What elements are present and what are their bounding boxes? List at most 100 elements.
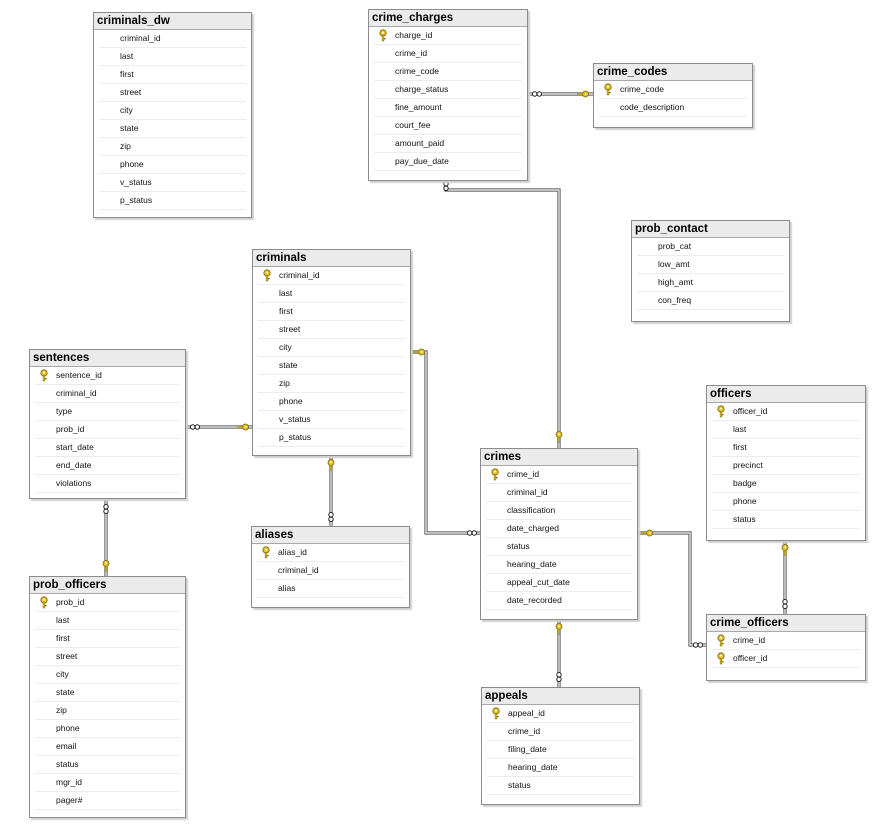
column-row[interactable]: classification — [486, 502, 632, 520]
column-row[interactable]: alias_id — [257, 544, 404, 562]
relationship-criminals-aliases — [327, 456, 335, 526]
column-row[interactable]: violations — [35, 475, 180, 493]
primary-key-icon — [491, 707, 501, 720]
column-row[interactable]: criminal_id — [258, 267, 405, 285]
column-row[interactable]: criminal_id — [486, 484, 632, 502]
column-row[interactable]: amount_paid — [374, 135, 522, 153]
column-row[interactable]: status — [486, 538, 632, 556]
column-row[interactable]: charge_id — [374, 27, 522, 45]
column-row[interactable]: first — [712, 439, 860, 457]
column-row[interactable]: city — [99, 102, 246, 120]
column-row[interactable]: criminal_id — [257, 562, 404, 580]
column-row[interactable]: street — [258, 321, 405, 339]
column-row[interactable]: first — [258, 303, 405, 321]
one-end-key-icon — [237, 423, 249, 431]
column-row[interactable]: alias — [257, 580, 404, 598]
column-row[interactable]: badge — [712, 475, 860, 493]
column-row[interactable]: last — [99, 48, 246, 66]
column-row[interactable]: p_status — [99, 192, 246, 210]
column-row[interactable]: last — [712, 421, 860, 439]
column-row[interactable]: prob_id — [35, 421, 180, 439]
column-row[interactable]: crime_code — [374, 63, 522, 81]
column-row[interactable]: last — [35, 612, 180, 630]
one-end-key-icon — [781, 544, 789, 556]
column-row[interactable]: pay_due_date — [374, 153, 522, 171]
column-row[interactable]: pager# — [35, 792, 180, 810]
column-row[interactable]: zip — [258, 375, 405, 393]
column-name: code_description — [620, 102, 685, 112]
column-row[interactable]: criminal_id — [35, 385, 180, 403]
connector-line-outer — [444, 181, 561, 448]
column-row[interactable]: state — [99, 120, 246, 138]
column-row[interactable]: street — [35, 648, 180, 666]
column-row[interactable]: crime_id — [487, 723, 634, 741]
column-row[interactable]: officer_id — [712, 650, 860, 668]
column-row[interactable]: end_date — [35, 457, 180, 475]
column-row[interactable]: high_amt — [637, 274, 784, 292]
column-row[interactable]: p_status — [258, 429, 405, 447]
column-row[interactable]: email — [35, 738, 180, 756]
column-row[interactable]: date_charged — [486, 520, 632, 538]
column-row[interactable]: prob_id — [35, 594, 180, 612]
column-row[interactable]: hearing_date — [487, 759, 634, 777]
column-row[interactable]: crime_id — [712, 632, 860, 650]
column-row[interactable]: v_status — [99, 174, 246, 192]
column-row[interactable]: phone — [712, 493, 860, 511]
column-row[interactable]: status — [487, 777, 634, 795]
column-row[interactable]: v_status — [258, 411, 405, 429]
column-row[interactable]: state — [35, 684, 180, 702]
column-name: p_status — [279, 432, 312, 442]
column-row[interactable]: last — [258, 285, 405, 303]
column-row[interactable]: sentence_id — [35, 367, 180, 385]
column-row[interactable]: state — [258, 357, 405, 375]
column-row[interactable]: hearing_date — [486, 556, 632, 574]
column-row[interactable]: first — [99, 66, 246, 84]
column-row[interactable]: street — [99, 84, 246, 102]
column-row[interactable]: zip — [35, 702, 180, 720]
column-row[interactable]: precinct — [712, 457, 860, 475]
column-row[interactable]: zip — [99, 138, 246, 156]
column-row[interactable]: code_description — [599, 99, 747, 117]
column-row[interactable]: crime_code — [599, 81, 747, 99]
column-row[interactable]: status — [712, 511, 860, 529]
column-row[interactable]: phone — [99, 156, 246, 174]
column-row[interactable]: court_fee — [374, 117, 522, 135]
column-row[interactable]: fine_amount — [374, 99, 522, 117]
column-row[interactable]: charge_status — [374, 81, 522, 99]
column-row[interactable]: date_recorded — [486, 592, 632, 610]
column-row[interactable]: city — [258, 339, 405, 357]
column-row[interactable]: criminal_id — [99, 30, 246, 48]
column-row[interactable]: mgr_id — [35, 774, 180, 792]
column-row[interactable]: con_freq — [637, 292, 784, 310]
column-row[interactable]: type — [35, 403, 180, 421]
column-row[interactable]: phone — [258, 393, 405, 411]
column-row[interactable]: prob_cat — [637, 238, 784, 256]
column-row[interactable]: city — [35, 666, 180, 684]
column-row[interactable]: appeal_cut_date — [486, 574, 632, 592]
column-row[interactable]: start_date — [35, 439, 180, 457]
column-row[interactable]: phone — [35, 720, 180, 738]
column-row[interactable]: low_amt — [637, 256, 784, 274]
column-row[interactable]: crime_id — [374, 45, 522, 63]
column-row[interactable]: first — [35, 630, 180, 648]
column-row[interactable]: filing_date — [487, 741, 634, 759]
column-row[interactable]: appeal_id — [487, 705, 634, 723]
column-row[interactable]: status — [35, 756, 180, 774]
column-row[interactable]: officer_id — [712, 403, 860, 421]
column-name: pay_due_date — [395, 156, 449, 166]
column-row[interactable]: crime_id — [486, 466, 632, 484]
